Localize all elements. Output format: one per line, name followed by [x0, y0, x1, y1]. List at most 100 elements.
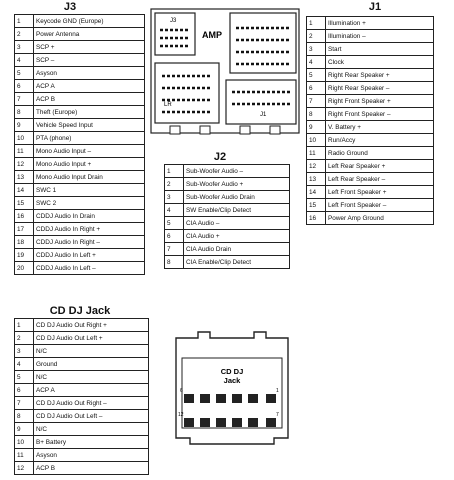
pin-number: 10: [14, 131, 34, 145]
connector-pin-br: 7: [276, 412, 279, 418]
pin-function: Clock: [325, 55, 434, 69]
pin-number: 6: [306, 81, 326, 95]
pin-function: V. Battery +: [325, 120, 434, 134]
pin-number: 11: [14, 448, 34, 462]
pin-function: Ground: [33, 357, 149, 371]
pin-number: 1: [306, 16, 326, 30]
pin-number: 15: [306, 198, 326, 212]
pin-number: 5: [14, 66, 34, 80]
pin-function: Power Amp Ground: [325, 211, 434, 225]
pin-function: Left Rear Speaker +: [325, 159, 434, 173]
pin-number: 10: [306, 133, 326, 147]
pin-function: SW Enable/Clip Detect: [183, 203, 290, 217]
diagram-j3-label: J3: [170, 18, 177, 24]
connector-pin-tl: 6: [180, 388, 183, 394]
pin-function: Left Front Speaker –: [325, 198, 434, 212]
pin-number: 8: [164, 255, 184, 269]
connector-label-line2: Jack: [224, 376, 242, 385]
pin-function: Theft (Europe): [33, 105, 145, 119]
pin-function: Left Front Speaker +: [325, 185, 434, 199]
pin-function: Vehicle Speed Input: [33, 118, 145, 132]
pin-number: 17: [14, 222, 34, 236]
pin-function: B+ Battery: [33, 435, 149, 449]
pin-number: 18: [14, 235, 34, 249]
pin-function: Power Antenna: [33, 27, 145, 41]
j2-title: J2: [213, 151, 227, 163]
pin-number: 5: [164, 216, 184, 230]
pin-function: Asyson: [33, 448, 149, 462]
pin-number: 13: [306, 172, 326, 186]
pin-number: 14: [14, 183, 34, 197]
pin-number: 9: [306, 120, 326, 134]
pin-number: 7: [306, 94, 326, 108]
pin-function: CDDJ Audio In Drain: [33, 209, 145, 223]
pin-function: N/C: [33, 344, 149, 358]
pin-number: 3: [164, 190, 184, 204]
connector-label-line1: CD DJ: [221, 367, 244, 376]
pin-function: CIA Audio –: [183, 216, 290, 230]
pin-number: 11: [14, 144, 34, 158]
pin-number: 7: [14, 92, 34, 106]
pin-number: 8: [306, 107, 326, 121]
pin-function: Illumination –: [325, 29, 434, 43]
pin-number: 6: [14, 79, 34, 93]
cddj-title: CD DJ Jack: [49, 305, 111, 317]
pin-number: 1: [14, 14, 34, 28]
pin-function: N/C: [33, 422, 149, 436]
pin-function: SWC 1: [33, 183, 145, 197]
pin-number: 7: [164, 242, 184, 256]
pin-number: 1: [164, 164, 184, 178]
cddj-connector-diagram: CD DJ Jack 6 1 12 7: [175, 331, 289, 445]
pin-function: SCP +: [33, 40, 145, 54]
pin-number: 4: [14, 357, 34, 371]
pin-function: Right Front Speaker +: [325, 94, 434, 108]
pin-number: 15: [14, 196, 34, 210]
pin-function: Sub-Woofer Audio +: [183, 177, 290, 191]
pin-number: 4: [164, 203, 184, 217]
pin-function: CD DJ Audio Out Left +: [33, 331, 149, 345]
pin-function: CDDJ Audio In Right –: [33, 235, 145, 249]
pin-number: 10: [14, 435, 34, 449]
pin-function: ACP B: [33, 461, 149, 475]
pin-function: Mono Audio Input Drain: [33, 170, 145, 184]
pin-number: 1: [14, 318, 34, 332]
amp-connector-diagram: J3 AMP LR J1: [150, 8, 300, 135]
pin-number: 3: [14, 40, 34, 54]
pin-function: Run/Accy: [325, 133, 434, 147]
pin-number: 8: [14, 105, 34, 119]
pin-function: PTA (phone): [33, 131, 145, 145]
pin-number: 2: [164, 177, 184, 191]
pin-number: 4: [14, 53, 34, 67]
pin-function: ACP A: [33, 79, 145, 93]
pin-function: N/C: [33, 370, 149, 384]
